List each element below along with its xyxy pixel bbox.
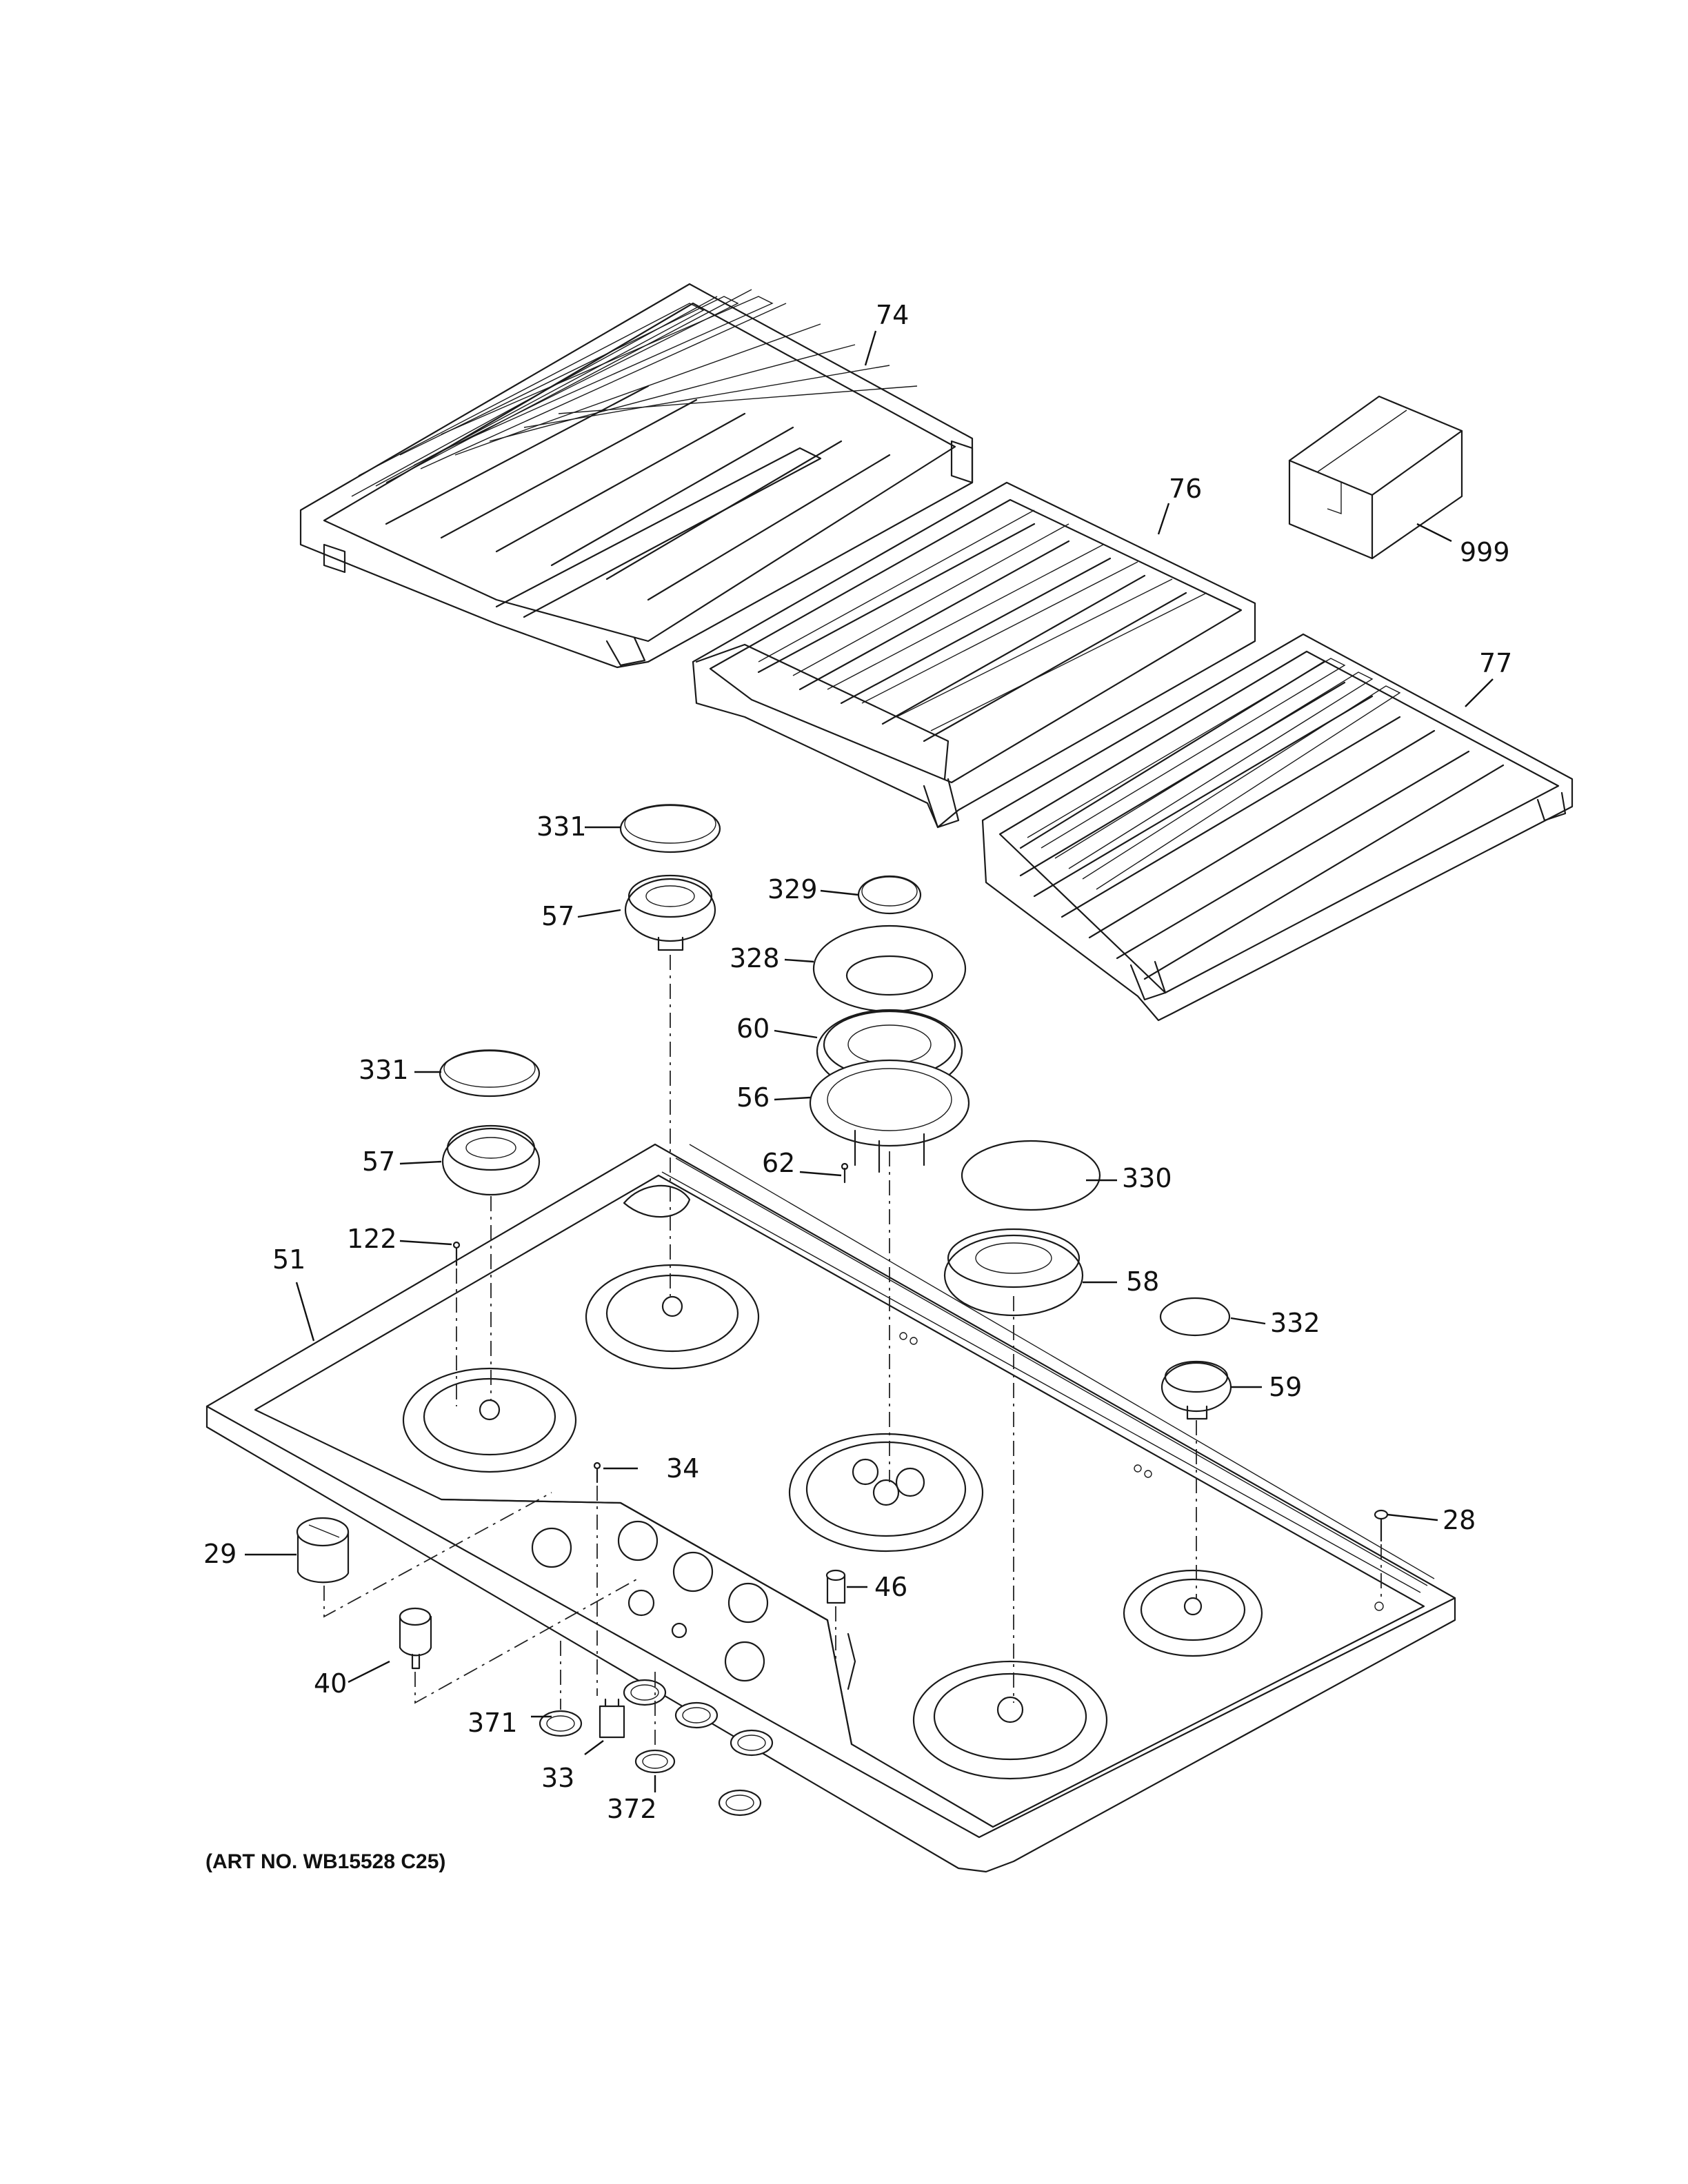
screw-62[interactable] [841, 1162, 849, 1184]
part-label-62: 62 [762, 1148, 795, 1178]
burner-57-top[interactable] [624, 874, 716, 951]
grommet-372[interactable] [634, 1749, 762, 1817]
part-label-332: 332 [1270, 1308, 1320, 1338]
burner-59[interactable] [1160, 1360, 1232, 1420]
part-label-331-top: 331 [536, 811, 587, 842]
part-label-56: 56 [736, 1082, 770, 1113]
cap-330[interactable] [961, 1140, 1101, 1211]
part-label-40: 40 [314, 1668, 347, 1699]
grate-76[interactable] [692, 481, 1256, 829]
knob-29[interactable] [296, 1517, 350, 1584]
part-label-46: 46 [874, 1572, 907, 1602]
igniter-46[interactable] [825, 1569, 846, 1604]
knob-40[interactable] [399, 1607, 432, 1670]
part-label-331-left: 331 [359, 1055, 409, 1085]
cap-329[interactable] [857, 875, 922, 915]
part-label-371: 371 [468, 1708, 518, 1738]
part-label-28: 28 [1443, 1505, 1476, 1535]
part-labels: 74 76 999 77 331 57 329 328 60 331 56 57… [203, 300, 1512, 1824]
ring-328[interactable] [812, 924, 967, 1013]
part-label-76: 76 [1169, 474, 1202, 504]
burner-57-left[interactable] [441, 1124, 541, 1196]
part-label-34: 34 [666, 1453, 699, 1484]
grate-77[interactable] [981, 633, 1574, 1022]
part-label-330: 330 [1122, 1163, 1172, 1193]
part-label-58: 58 [1126, 1266, 1159, 1297]
switch-33[interactable] [599, 1698, 625, 1739]
cap-332[interactable] [1159, 1297, 1231, 1337]
part-label-74: 74 [876, 300, 909, 330]
screw-34[interactable] [593, 1462, 601, 1484]
part-label-59: 59 [1269, 1372, 1302, 1402]
part-label-33: 33 [541, 1763, 574, 1793]
part-label-51: 51 [272, 1244, 305, 1275]
part-label-372: 372 [607, 1794, 657, 1824]
box-999[interactable] [1288, 395, 1463, 560]
grate-74[interactable] [299, 283, 974, 669]
burner-58[interactable] [943, 1228, 1084, 1317]
part-label-999: 999 [1460, 537, 1510, 567]
art-number-note: (ART NO. WB15528 C25) [205, 1850, 445, 1873]
part-label-57-top: 57 [541, 901, 574, 931]
part-label-122: 122 [347, 1224, 397, 1254]
grommet-371[interactable] [539, 1679, 774, 1757]
cap-331-left[interactable] [439, 1049, 541, 1098]
burner-base-56[interactable] [809, 1059, 970, 1173]
part-label-60: 60 [736, 1013, 770, 1044]
part-label-77: 77 [1479, 648, 1512, 678]
part-label-329: 329 [767, 874, 818, 904]
leader-lines [245, 330, 1494, 1792]
part-label-328: 328 [730, 943, 780, 973]
screw-28[interactable] [1374, 1509, 1389, 1542]
part-label-57-left: 57 [362, 1146, 395, 1177]
cooktop-51[interactable] [205, 1143, 1456, 1873]
cap-331-top[interactable] [619, 804, 721, 853]
part-label-29: 29 [203, 1539, 237, 1569]
assembly-lines [323, 955, 1382, 1751]
screw-122[interactable] [452, 1241, 461, 1266]
